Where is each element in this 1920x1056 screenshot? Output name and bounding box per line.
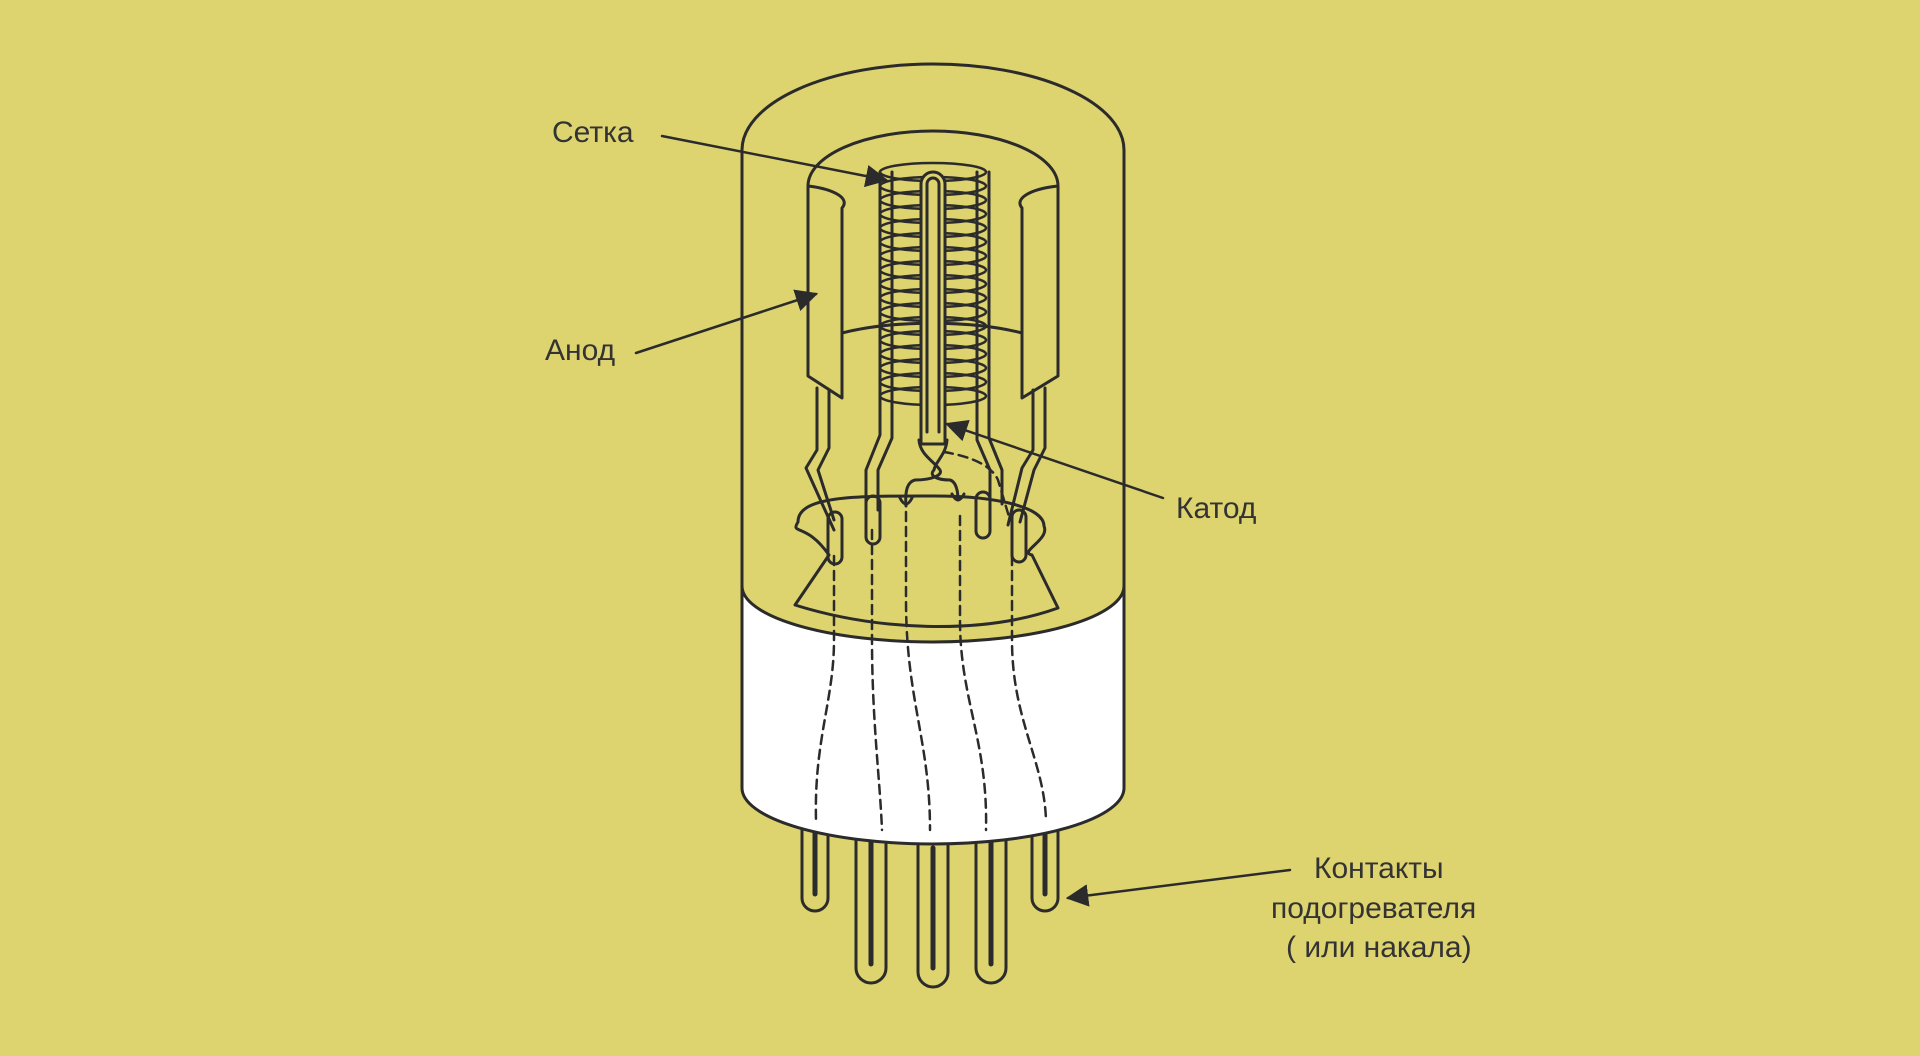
internal-wires-dashed: [814, 450, 1048, 832]
grid-label: Сетка: [552, 116, 634, 149]
anode-leader: [634, 289, 819, 355]
cathode-label: Катод: [1176, 492, 1256, 525]
cathode: [919, 170, 947, 446]
grid-leader: [660, 134, 889, 188]
glass-envelope: [740, 62, 1126, 588]
cathode-leads: [898, 438, 966, 508]
leader-lines: [634, 134, 1292, 907]
cathode-leader: [944, 419, 1165, 500]
heater-contacts-label-line2: подогревателя: [1271, 892, 1476, 925]
anode-label: Анод: [545, 334, 615, 367]
heater-contacts-label-line1: Контакты: [1314, 852, 1444, 885]
heater-pins: [800, 818, 1060, 989]
anode-supports: [804, 386, 1047, 566]
tube-base: [740, 584, 1126, 846]
heater-contacts-leader: [1065, 868, 1292, 907]
heater-contacts-label-line3: ( или накала): [1286, 931, 1472, 964]
